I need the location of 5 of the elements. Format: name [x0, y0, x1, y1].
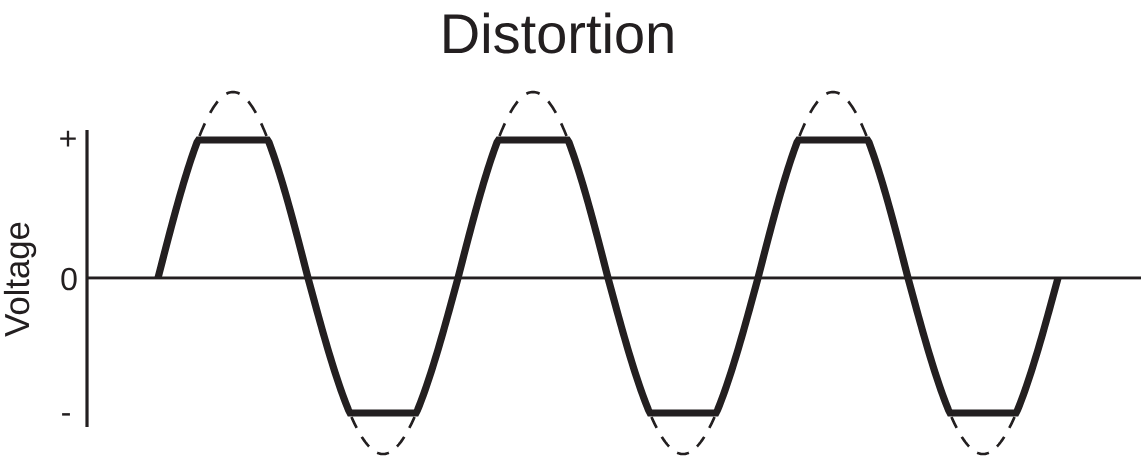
tick-label: 0: [61, 267, 77, 291]
title: Distortion: [444, 12, 673, 54]
axis-label: Voltage: [3, 222, 37, 337]
tick-label: -: [62, 413, 70, 416]
tick-label: +: [60, 130, 76, 147]
